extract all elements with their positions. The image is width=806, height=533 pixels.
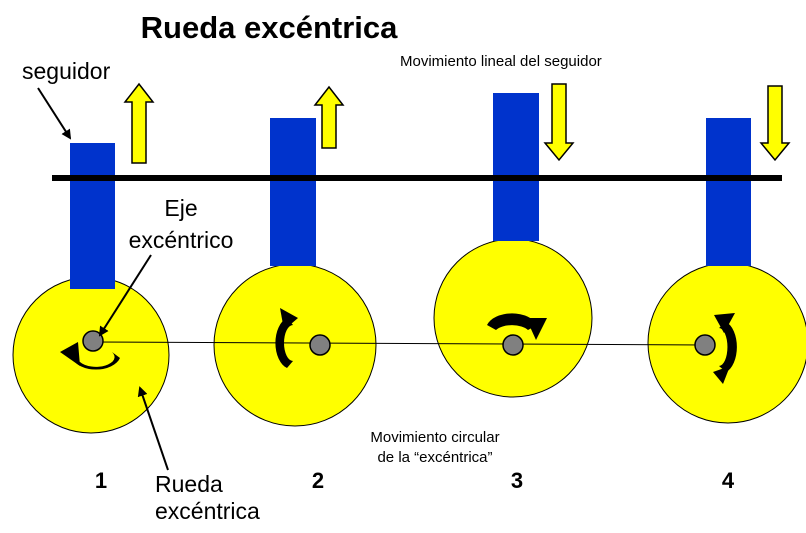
wheel-label-line2: excéntrica [155, 498, 260, 524]
circular-motion-label-line2: de la “excéntrica” [377, 449, 492, 466]
linear-motion-label: Movimiento lineal del seguidor [400, 53, 602, 70]
stage-number-4: 4 [722, 468, 735, 493]
axle-1 [82, 330, 104, 352]
follower-2 [270, 118, 316, 266]
wheel-pointer [137, 386, 169, 471]
axle-2 [309, 334, 331, 356]
eccentric-wheel-1 [12, 276, 170, 434]
wheel-label-line1: Rueda [155, 471, 223, 497]
stage-number-3: 3 [511, 468, 523, 493]
rotation-arrow-1 [60, 342, 120, 370]
follower-1 [70, 143, 115, 289]
rotation-arrow-4 [713, 313, 737, 384]
down-arrow-4 [759, 85, 791, 162]
rotation-arrow-3 [487, 313, 547, 340]
up-arrow-1 [123, 82, 155, 164]
axle-4 [694, 334, 716, 356]
circular-motion-label-line1: Movimiento circular [370, 429, 499, 446]
follower-pointer [37, 87, 72, 140]
follower-4 [706, 118, 751, 266]
follower-label: seguidor [22, 58, 111, 84]
axis-pointer [98, 254, 152, 337]
diagram-title: Rueda excéntrica [141, 10, 398, 45]
stage-number-2: 2 [312, 468, 324, 493]
axle-3 [502, 334, 524, 356]
down-arrow-3 [543, 83, 575, 162]
rotation-arrow-2 [275, 308, 298, 368]
axis-label-line2: excéntrico [129, 227, 234, 253]
up-arrow-2 [313, 85, 345, 149]
follower-3 [493, 93, 539, 241]
eccentric-wheel-4 [647, 262, 806, 424]
axis-label-line1: Eje [164, 195, 197, 221]
stage-number-1: 1 [95, 468, 107, 493]
axle-path-line [92, 341, 706, 346]
eccentric-wheel-2 [213, 263, 377, 427]
